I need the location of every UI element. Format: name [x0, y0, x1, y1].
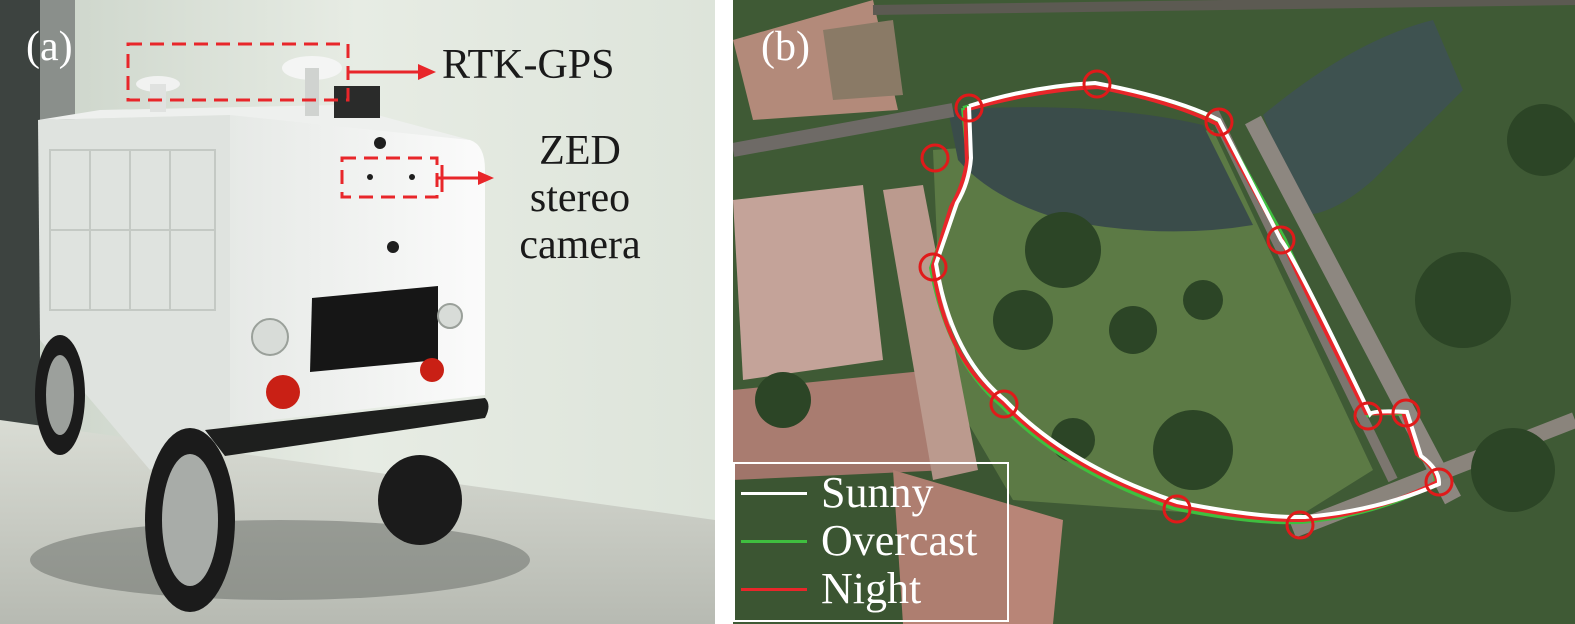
zed-camera-label: ZED stereo camera — [500, 128, 660, 269]
loop-marker — [920, 143, 950, 173]
loop-marker — [1285, 510, 1315, 540]
zed-label-line-3: camera — [519, 222, 641, 268]
loop-marker — [1424, 467, 1454, 497]
loop-marker — [918, 252, 948, 282]
vehicle-photo — [0, 0, 715, 624]
loop-marker — [1391, 398, 1421, 428]
panel-label-b: (b) — [761, 24, 810, 70]
trajectory-legend: Sunny Overcast Night — [733, 462, 1009, 622]
legend-item-overcast: Overcast — [741, 518, 1005, 564]
trajectory-sunny — [933, 80, 1442, 520]
loop-marker — [1353, 401, 1383, 431]
loop-marker — [989, 389, 1019, 419]
legend-item-sunny: Sunny — [741, 470, 1005, 516]
loop-marker — [1204, 107, 1234, 137]
legend-label-sunny: Sunny — [821, 468, 934, 517]
legend-label-night: Night — [821, 564, 922, 613]
aerial-map — [733, 0, 1575, 624]
rtk-gps-label: RTK-GPS — [442, 42, 615, 88]
legend-swatch-overcast — [741, 540, 807, 543]
rtk-gps-arrow-head — [418, 64, 436, 80]
legend-label-overcast: Overcast — [821, 516, 978, 565]
loop-marker — [1082, 69, 1112, 99]
zed-label-line-2: stereo — [529, 175, 631, 221]
loop-marker — [1162, 494, 1192, 524]
loop-marker — [954, 93, 984, 123]
legend-item-night: Night — [741, 566, 1005, 612]
aerial-map-panel: (b) Sunny Overcast Night — [733, 0, 1575, 624]
loop-marker — [1266, 225, 1296, 255]
legend-swatch-sunny — [741, 492, 807, 495]
legend-swatch-night — [741, 588, 807, 591]
zed-arrow-head — [478, 171, 494, 185]
vehicle-photo-panel: (a) RTK-GPS ZED stereo camera — [0, 0, 715, 624]
zed-label-line-1: ZED — [539, 128, 621, 174]
panel-label-a: (a) — [26, 24, 73, 70]
